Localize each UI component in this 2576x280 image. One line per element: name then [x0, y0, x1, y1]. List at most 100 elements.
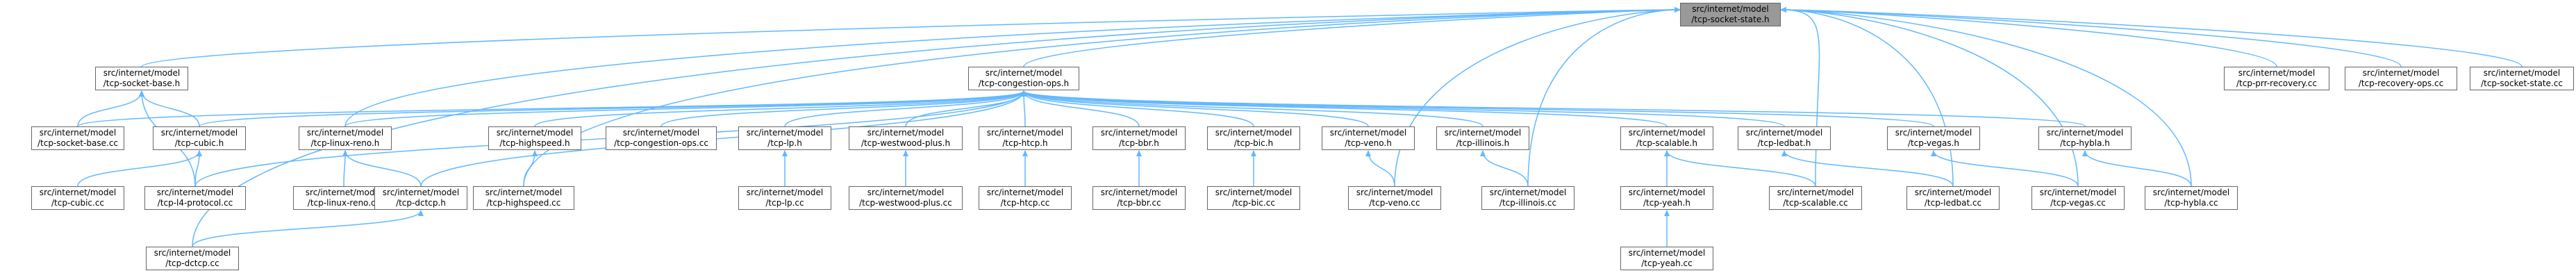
- node-veno-h[interactable]: src/internet/model/tcp-veno.h: [1322, 126, 1415, 150]
- edge-vegas-cc-to-root: [1780, 7, 2079, 187]
- node-bbr-h[interactable]: src/internet/model/tcp-bbr.h: [1092, 126, 1186, 150]
- node-path-prefix: src/internet/model: [1444, 128, 1522, 138]
- node-path-prefix: src/internet/model: [867, 188, 945, 197]
- node-file-name: /tcp-l4-protocol.cc: [157, 198, 233, 208]
- node-path-prefix: src/internet/model: [2152, 188, 2230, 197]
- node-path-prefix: src/internet/model: [746, 128, 824, 138]
- node-westwoodplus-h[interactable]: src/internet/model/tcp-westwood-plus.h: [849, 126, 963, 150]
- edge-bbr-h-to-congops-h: [1021, 90, 1140, 127]
- node-socketbase-h[interactable]: src/internet/model/tcp-socket-base.h: [95, 67, 188, 90]
- node-ledbat-cc[interactable]: src/internet/model/tcp-ledbat.cc: [1906, 186, 2000, 210]
- node-file-name: /tcp-hybla.h: [2060, 138, 2110, 148]
- node-illinois-cc[interactable]: src/internet/model/tcp-illinois.cc: [1481, 186, 1574, 210]
- node-socketstate-cc[interactable]: src/internet/model/tcp-socket-state.cc: [2470, 67, 2574, 90]
- node-file-name: /tcp-htcp.h: [1002, 138, 1048, 148]
- node-cubic-h[interactable]: src/internet/model/tcp-cubic.h: [153, 126, 246, 150]
- edge-dctcp-h-to-linuxreno-h: [342, 150, 422, 187]
- node-dctcp-h[interactable]: src/internet/model/tcp-dctcp.h: [374, 186, 467, 210]
- node-lp-h[interactable]: src/internet/model/tcp-lp.h: [738, 126, 831, 150]
- node-scalable-h[interactable]: src/internet/model/tcp-scalable.h: [1620, 126, 1713, 150]
- node-congops-h[interactable]: src/internet/model/tcp-congestion-ops.h: [968, 67, 1079, 90]
- edge-illinois-h-to-congops-h: [1021, 90, 1484, 127]
- edge-linuxreno-h-to-congops-h: [344, 90, 1027, 127]
- node-file-name: /tcp-scalable.h: [1636, 138, 1697, 148]
- node-linuxreno-h[interactable]: src/internet/model/tcp-linux-reno.h: [299, 126, 392, 150]
- edge-ledbat-cc-to-root: [1780, 7, 1954, 187]
- node-scalable-cc[interactable]: src/internet/model/tcp-scalable.cc: [1769, 186, 1862, 210]
- node-dctcp-cc[interactable]: src/internet/model/tcp-dctcp.cc: [146, 247, 239, 270]
- edge-l4protocol-cc-to-cubic-h: [194, 150, 202, 187]
- node-file-name: /tcp-highspeed.cc: [486, 198, 561, 208]
- node-file-name: /tcp-vegas.cc: [2050, 198, 2106, 208]
- edge-vegas-h-to-congops-h: [1021, 90, 1934, 127]
- node-prrrecovery-cc[interactable]: src/internet/model/tcp-prr-recovery.cc: [2224, 67, 2329, 90]
- node-file-name: /tcp-bic.h: [1233, 138, 1274, 148]
- node-recoveryops-cc[interactable]: src/internet/model/tcp-recovery-ops.cc: [2345, 67, 2457, 90]
- edge-cubic-h-to-congops-h: [199, 90, 1027, 127]
- node-path-prefix: src/internet/model: [1628, 248, 1706, 258]
- node-file-name: /tcp-bbr.cc: [1117, 198, 1161, 208]
- node-l4protocol-cc[interactable]: src/internet/model/tcp-l4-protocol.cc: [144, 186, 246, 210]
- node-file-name: /tcp-highspeed.h: [499, 138, 570, 148]
- edge-socketstate-cc-to-root: [1780, 7, 2523, 67]
- node-path-prefix: src/internet/model: [1745, 128, 1823, 138]
- node-file-name: /tcp-veno.h: [1345, 138, 1392, 148]
- node-htcp-h[interactable]: src/internet/model/tcp-htcp.h: [979, 126, 1072, 150]
- edge-hybla-h-to-congops-h: [1021, 90, 2086, 127]
- node-file-name: /tcp-socket-base.cc: [37, 138, 119, 148]
- node-file-name: /tcp-vegas.h: [1907, 138, 1960, 148]
- node-path-prefix: src/internet/model: [382, 188, 460, 197]
- node-cubic-cc[interactable]: src/internet/model/tcp-cubic.cc: [31, 186, 124, 210]
- node-illinois-h[interactable]: src/internet/model/tcp-illinois.h: [1436, 126, 1529, 150]
- node-file-name: /tcp-westwood-plus.h: [861, 138, 951, 148]
- node-congops-cc[interactable]: src/internet/model/tcp-congestion-ops.cc: [606, 126, 717, 150]
- node-path-prefix: src/internet/model: [1692, 4, 1769, 14]
- node-path-prefix: src/internet/model: [305, 188, 383, 197]
- node-file-name: /tcp-hybla.cc: [2164, 198, 2218, 208]
- node-vegas-cc[interactable]: src/internet/model/tcp-vegas.cc: [2031, 186, 2125, 210]
- node-socketbase-cc[interactable]: src/internet/model/tcp-socket-base.cc: [31, 126, 124, 150]
- node-path-prefix: src/internet/model: [1914, 188, 1992, 197]
- node-path-prefix: src/internet/model: [1489, 188, 1567, 197]
- node-veno-cc[interactable]: src/internet/model/tcp-veno.cc: [1348, 186, 1441, 210]
- node-file-name: /tcp-linux-reno.cc: [307, 198, 381, 208]
- edge-highspeed-h-to-congops-h: [534, 90, 1027, 127]
- node-path-prefix: src/internet/model: [1329, 128, 1407, 138]
- node-file-name: /tcp-socket-base.h: [103, 79, 181, 88]
- node-file-name: /tcp-cubic.h: [174, 138, 224, 148]
- node-bic-h[interactable]: src/internet/model/tcp-bic.h: [1207, 126, 1300, 150]
- node-htcp-cc[interactable]: src/internet/model/tcp-htcp.cc: [979, 186, 1072, 210]
- node-path-prefix: src/internet/model: [1356, 188, 1434, 197]
- node-file-name: /tcp-bbr.h: [1119, 138, 1159, 148]
- edge-recoveryops-cc-to-root: [1780, 7, 2402, 67]
- node-file-name: /tcp-prr-recovery.cc: [2236, 79, 2317, 88]
- node-highspeed-cc[interactable]: src/internet/model/tcp-highspeed.cc: [473, 186, 574, 210]
- node-highspeed-h[interactable]: src/internet/model/tcp-highspeed.h: [488, 126, 581, 150]
- node-file-name: /tcp-cubic.cc: [51, 198, 105, 208]
- edge-ledbat-h-to-congops-h: [1021, 90, 1785, 127]
- edge-scalable-h-to-congops-h: [1021, 90, 1668, 127]
- edge-vegas-cc-to-vegas-h: [1931, 150, 2079, 187]
- node-vegas-h[interactable]: src/internet/model/tcp-vegas.h: [1887, 126, 1980, 150]
- node-westwoodplus-cc[interactable]: src/internet/model/tcp-westwood-plus.cc: [849, 186, 963, 210]
- node-yeah-h[interactable]: src/internet/model/tcp-yeah.h: [1620, 186, 1713, 210]
- node-hybla-cc[interactable]: src/internet/model/tcp-hybla.cc: [2145, 186, 2238, 210]
- edge-veno-h-to-congops-h: [1021, 90, 1369, 127]
- edge-dctcp-cc-to-root: [192, 7, 1681, 247]
- edge-congops-cc-to-congops-h: [660, 90, 1027, 127]
- edge-veno-cc-to-veno-h: [1365, 150, 1395, 187]
- node-ledbat-h[interactable]: src/internet/model/tcp-ledbat.h: [1738, 126, 1831, 150]
- node-path-prefix: src/internet/model: [1100, 188, 1178, 197]
- node-path-prefix: src/internet/model: [156, 188, 234, 197]
- node-file-name: /tcp-veno.cc: [1369, 198, 1420, 208]
- node-file-name: /tcp-ledbat.cc: [1924, 198, 1982, 208]
- node-lp-cc[interactable]: src/internet/model/tcp-lp.cc: [738, 186, 831, 210]
- node-path-prefix: src/internet/model: [1628, 188, 1706, 197]
- node-bbr-cc[interactable]: src/internet/model/tcp-bbr.cc: [1092, 186, 1186, 210]
- node-path-prefix: src/internet/model: [746, 188, 824, 197]
- node-yeah-cc[interactable]: src/internet/model/tcp-yeah.cc: [1620, 247, 1713, 270]
- node-file-name: /tcp-yeah.h: [1643, 198, 1690, 208]
- node-hybla-h[interactable]: src/internet/model/tcp-hybla.h: [2038, 126, 2132, 150]
- node-bic-cc[interactable]: src/internet/model/tcp-bic.cc: [1207, 186, 1300, 210]
- node-path-prefix: src/internet/model: [622, 128, 700, 138]
